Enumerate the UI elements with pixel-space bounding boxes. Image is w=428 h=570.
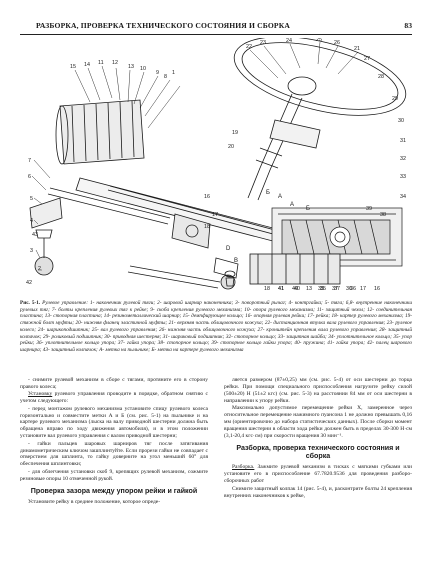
mark-A-lower: А [290, 202, 294, 208]
callout-1: 1 [172, 70, 175, 76]
callout-4: 4 [30, 218, 33, 224]
bottom-label-7: 36 [346, 286, 352, 292]
callout-25: 25 [316, 38, 322, 43]
callout-3: 3 [30, 248, 33, 254]
mark-V: B [234, 258, 238, 264]
bottom-label-3: 40 [292, 286, 298, 292]
callout-17: 17 [212, 212, 218, 218]
callout-10: 10 [140, 66, 146, 72]
paragraph: - для облегчения установки скоб 9, крепя… [20, 468, 208, 482]
disassembly-text: Зажмите рулевой механизм в тисках с мягк… [224, 464, 412, 485]
callout-33: 33 [400, 174, 406, 180]
pinion-cutaway [249, 253, 341, 285]
bottom-label-4: 13 [306, 286, 312, 292]
running-title: РАЗБОРКА, ПРОВЕРКА ТЕХНИЧЕСКОГО СОСТОЯНИ… [36, 21, 290, 30]
caption-text: Рулевое управление: 1- наконечник рулево… [20, 300, 412, 353]
callout-16: 16 [204, 194, 210, 200]
callout-22: 22 [246, 44, 252, 50]
callout-39: 39 [366, 206, 372, 212]
callout-12: 12 [112, 60, 118, 66]
callout-26: 26 [334, 40, 340, 46]
callout-18: 18 [204, 224, 210, 230]
paragraph: - гайки пальцев шаровых шарниров тяг пос… [20, 440, 208, 468]
section-heading: Разборка, проверка технического состояни… [236, 443, 400, 461]
paragraph: Снимите защитный колпак 14 (рис. 5-4), и… [224, 485, 412, 499]
callout-7: 7 [28, 158, 31, 164]
disassembly-run-in: Разборка. [232, 464, 255, 471]
right-column: ляется размером (87±0,25) мм (см. рис. 5… [224, 377, 412, 500]
page-number: 83 [404, 21, 412, 30]
left-column: - снимите рулевой механизм в сборе с тяг… [20, 377, 208, 506]
steering-wheel [233, 38, 407, 116]
callout-29: 29 [392, 96, 398, 102]
callout-13: 13 [128, 64, 134, 70]
figure-caption: Рис. 5-1. Рулевое управление: 1- наконеч… [20, 300, 412, 354]
callout-24: 24 [286, 38, 292, 44]
bottom-label-1: 18 [264, 286, 270, 292]
bottom-label-8: 17 [360, 286, 366, 292]
bottom-label-9: 16 [374, 286, 380, 292]
callout-38: 38 [380, 212, 386, 218]
callout-14: 14 [84, 62, 90, 68]
caption-label: Рис. 5-1. [20, 300, 41, 306]
paragraph: Установите рейку в среднее положение, ко… [28, 499, 161, 505]
mark-B-upper: Б [266, 190, 270, 196]
callout-27: 27 [364, 56, 370, 62]
paragraph: ляется размером (87±0,25) мм (см. рис. 5… [224, 377, 412, 404]
callout-37: 37 [334, 286, 340, 292]
paragraph: - снимите рулевой механизм в сборе с тяг… [20, 377, 208, 390]
callout-20: 20 [228, 144, 234, 150]
bottom-label-5: 35 [318, 286, 324, 292]
paragraph: - перед монтажом рулевого механизма уста… [20, 405, 208, 440]
paragraph: Максимально допустимое перемещение рейки… [224, 405, 412, 439]
callout-43: 43 [32, 232, 38, 238]
install-text: рулевого управления проводите в порядке,… [20, 391, 208, 405]
paragraph: Установку рулевого управления проводите … [20, 391, 208, 405]
callout-5: 5 [30, 196, 33, 202]
subsection-heading: Проверка зазора между упором рейки и гай… [30, 486, 198, 495]
callout-15: 15 [70, 64, 76, 70]
left-bellows [55, 99, 145, 165]
mark-B-lower: Б [306, 206, 310, 212]
callout-34: 34 [400, 194, 406, 200]
callout-41: 41 [278, 286, 284, 292]
callout-40: 40 [294, 286, 300, 292]
callout-30: 30 [398, 118, 404, 124]
mark-D: D [226, 246, 231, 252]
callout-23: 23 [260, 40, 266, 46]
callout-31: 31 [400, 138, 406, 144]
callout-32: 32 [400, 156, 406, 162]
callout-21: 21 [354, 46, 360, 52]
page-header: РАЗБОРКА, ПРОВЕРКА ТЕХНИЧЕСКОГО СОСТОЯНИ… [20, 20, 412, 35]
callout-2: 2 [38, 266, 41, 272]
bottom-label-2: 41 [278, 286, 284, 292]
callout-6: 6 [28, 174, 31, 180]
tie-rod-left [47, 187, 171, 225]
mark-A-upper: А [278, 194, 282, 200]
bottom-label-6: 37 [332, 286, 338, 292]
callout-8: 8 [164, 74, 167, 80]
callout-28: 28 [378, 74, 384, 80]
callout-42: 42 [26, 280, 32, 286]
steering-column [247, 93, 303, 201]
tie-rod-right [127, 265, 221, 289]
callout-11: 11 [98, 60, 104, 66]
callout-36: 36 [350, 286, 356, 292]
callout-35: 35 [320, 286, 326, 292]
paragraph: Разборка. Зажмите рулевой механизм в тис… [224, 464, 412, 485]
callout-9: 9 [156, 70, 159, 76]
install-run-in: Установку [28, 391, 53, 398]
steering-assembly-figure: 1 2 3 4 5 6 7 8 9 10 11 12 13 14 15 16 1… [26, 38, 407, 292]
callout-19: 19 [232, 130, 238, 136]
